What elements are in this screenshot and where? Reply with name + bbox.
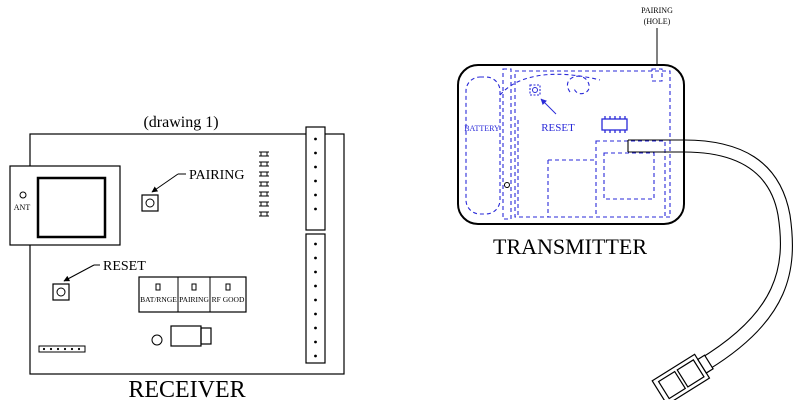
drawing-label: (drawing 1) <box>143 114 218 131</box>
terminal-screw <box>314 193 317 197</box>
terminal-screw <box>314 354 317 358</box>
terminal-screw <box>314 137 317 141</box>
header-pin <box>56 347 60 351</box>
terminal-screw <box>314 151 317 155</box>
led-indicator-panel: BAT/RNGE PAIRING RF GOOD <box>138 276 247 313</box>
dip-connector <box>259 151 269 217</box>
terminal-screw <box>314 340 317 344</box>
receiver-pairing-button: PAIRING <box>141 168 245 212</box>
transmitter-reset-button: RESET <box>529 84 575 134</box>
terminal-screw <box>314 298 317 302</box>
header-pins <box>38 345 86 353</box>
mount-hole <box>151 334 163 346</box>
internal-components <box>465 68 671 220</box>
indicator-label: BAT/RNGE <box>140 295 177 304</box>
pairing-hole-label-line1: PAIRING <box>641 6 673 15</box>
receiver-reset-button: RESET <box>52 259 146 301</box>
terminal-screw <box>314 256 317 260</box>
terminal-screw <box>314 284 317 288</box>
indicator-label: RF GOOD <box>212 295 245 304</box>
battery-contact <box>504 182 510 188</box>
terminal-block-lower <box>305 233 326 364</box>
cable-plug <box>651 353 714 405</box>
terminal-screw <box>314 270 317 274</box>
header-pin <box>70 347 74 351</box>
transmitter-reset-label: RESET <box>541 122 575 134</box>
transmitter-housing <box>457 64 685 225</box>
transmitter-title: TRANSMITTER <box>493 234 647 259</box>
terminal-screw <box>314 179 317 183</box>
cable-entry <box>627 139 684 153</box>
led-bat-rnge <box>155 283 161 291</box>
jumper-component <box>170 325 212 347</box>
antenna-connector <box>19 191 27 199</box>
led-rf-good <box>225 283 231 291</box>
receiver-board <box>29 133 345 375</box>
terminal-screw <box>314 165 317 169</box>
terminal-screw <box>314 326 317 330</box>
transmitter: PAIRING (HOLE) <box>457 6 793 405</box>
antenna-module: ANT <box>9 165 121 246</box>
led-pairing <box>191 283 197 291</box>
header-pin <box>42 347 46 351</box>
header-pin <box>63 347 67 351</box>
terminal-block-upper <box>305 126 326 231</box>
terminal-screws <box>314 137 317 358</box>
transmitter-cable <box>683 139 793 371</box>
terminal-screw <box>314 312 317 316</box>
header-pin <box>49 347 53 351</box>
receiver-reset-label: RESET <box>103 259 146 274</box>
transmitter-chip <box>601 116 628 133</box>
receiver-title: RECEIVER <box>128 377 245 400</box>
indicator-label: PAIRING <box>179 295 209 304</box>
receiver: (drawing 1) ANT PAIRING <box>9 114 345 403</box>
header-pin <box>77 347 81 351</box>
antenna-label: ANT <box>14 203 31 212</box>
battery-label: BATTERY <box>464 124 500 133</box>
receiver-pairing-label: PAIRING <box>189 168 245 183</box>
terminal-screw <box>314 207 317 211</box>
terminal-screw <box>314 242 317 246</box>
pairing-hole-label-line2: (HOLE) <box>644 17 671 26</box>
